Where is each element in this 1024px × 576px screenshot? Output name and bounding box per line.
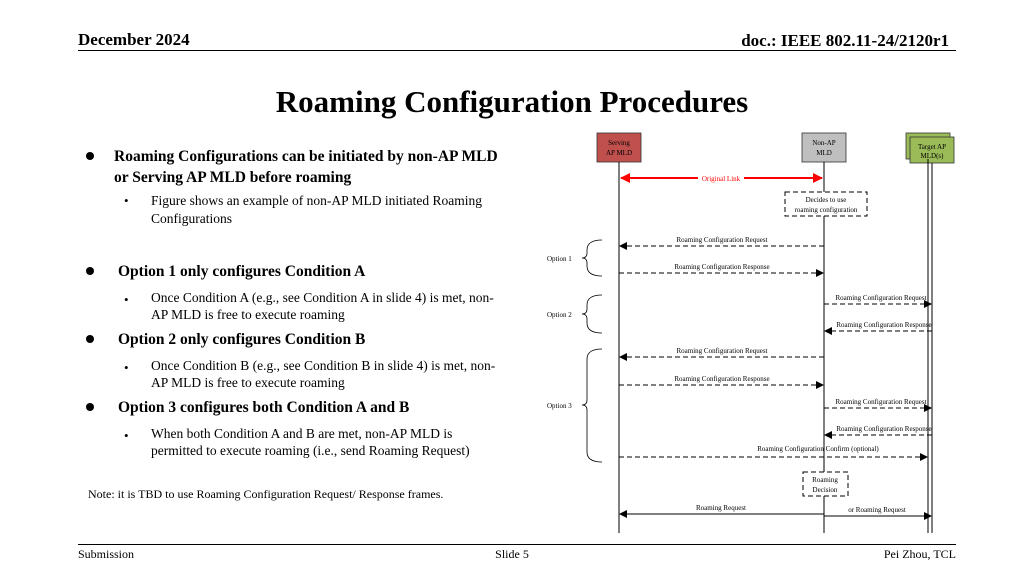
sub-bullet-dot: • xyxy=(124,360,129,375)
header-divider xyxy=(78,50,956,51)
bullet-4-text: Option 3 configures both Condition A and… xyxy=(118,399,410,416)
msg-3-label: Roaming Configuration Request xyxy=(836,294,927,302)
option-3-brace xyxy=(581,348,603,463)
header-date: December 2024 xyxy=(78,30,190,49)
roaming-decision-box xyxy=(802,471,849,497)
roaming-decision-label-2: Decision xyxy=(813,486,838,494)
bullet-2-text: Option 1 only configures Condition A xyxy=(118,263,366,280)
bullet-4-sub-line2: permitted to execute roaming (i.e., send… xyxy=(151,443,470,458)
target-ap-label-2: MLD(s) xyxy=(921,152,945,160)
slide-title: Roaming Configuration Procedures xyxy=(275,84,749,119)
original-link-label: Original Link xyxy=(702,175,741,183)
footer-submission: Submission xyxy=(78,547,135,561)
bullet-1-line2: or Serving AP MLD before roaming xyxy=(114,169,352,186)
non-ap-mld-box xyxy=(801,132,847,163)
decides-label-1: Decides to use xyxy=(806,196,847,204)
bullet-dot xyxy=(86,335,94,343)
serving-ap-box xyxy=(596,132,642,163)
bullet-4-sub-line1: When both Condition A and B are met, non… xyxy=(151,426,453,441)
sub-bullet-dot: • xyxy=(124,428,129,443)
serving-ap-label-1: Serving xyxy=(608,139,630,147)
msg-7-label: Roaming Configuration Request xyxy=(836,398,927,406)
bullet-dot xyxy=(86,267,94,275)
sub-bullet-dot: • xyxy=(124,193,129,208)
footer-author: Pei Zhou, TCL xyxy=(883,547,956,561)
option-3-label: Option 3 xyxy=(547,402,572,410)
target-ap-box xyxy=(909,136,955,164)
bullet-1-line1: Roaming Configurations can be initiated … xyxy=(114,148,498,165)
non-ap-mld-label-2: MLD xyxy=(816,149,832,157)
msg-9-label: Roaming Configuration Confirm (optional) xyxy=(757,445,879,453)
msg-6-label: Roaming Configuration Response xyxy=(674,375,769,383)
footer-divider xyxy=(78,544,956,545)
option-2-brace xyxy=(581,294,603,334)
bullet-3-sub-line2: AP MLD is free to execute roaming xyxy=(151,375,345,390)
bullet-2-sub-line2: AP MLD is free to execute roaming xyxy=(151,307,345,322)
bullet-1-sub-line2: Configurations xyxy=(151,211,232,226)
header-doc-id: doc.: IEEE 802.11-24/2120r1 xyxy=(741,31,949,50)
bullet-dot xyxy=(86,152,94,160)
msg-1-label: Roaming Configuration Request xyxy=(677,236,768,244)
msg-8-label: Roaming Configuration Response xyxy=(836,425,931,433)
non-ap-mld-label-1: Non-AP xyxy=(812,139,835,147)
bullet-3-text: Option 2 only configures Condition B xyxy=(118,331,366,348)
sub-bullet-dot: • xyxy=(124,292,129,307)
option-2-label: Option 2 xyxy=(547,311,572,319)
msg-11-label: or Roaming Request xyxy=(848,506,906,514)
roaming-decision-label-1: Roaming xyxy=(812,476,838,484)
msg-2-label: Roaming Configuration Response xyxy=(674,263,769,271)
msg-4-label: Roaming Configuration Response xyxy=(836,321,931,329)
original-link-label-bg xyxy=(698,172,744,183)
option-1-label: Option 1 xyxy=(547,255,572,263)
msg-10-label: Roaming Request xyxy=(696,504,746,512)
bullet-3-sub-line1: Once Condition B (e.g., see Condition B … xyxy=(151,358,496,373)
bullet-dot xyxy=(86,403,94,411)
decides-label-2: roaming configuration xyxy=(795,206,858,214)
footer-slide-number: Slide 5 xyxy=(495,547,529,561)
note-text: Note: it is TBD to use Roaming Configura… xyxy=(88,487,444,501)
bullet-2-sub-line1: Once Condition A (e.g., see Condition A … xyxy=(151,290,494,305)
target-ap-label-1: Target AP xyxy=(918,143,946,151)
serving-ap-label-2: AP MLD xyxy=(606,149,632,157)
decides-box xyxy=(784,191,868,217)
msg-5-label: Roaming Configuration Request xyxy=(677,347,768,355)
option-1-brace xyxy=(581,239,603,277)
bullet-1-sub-line1: Figure shows an example of non-AP MLD in… xyxy=(151,193,482,208)
